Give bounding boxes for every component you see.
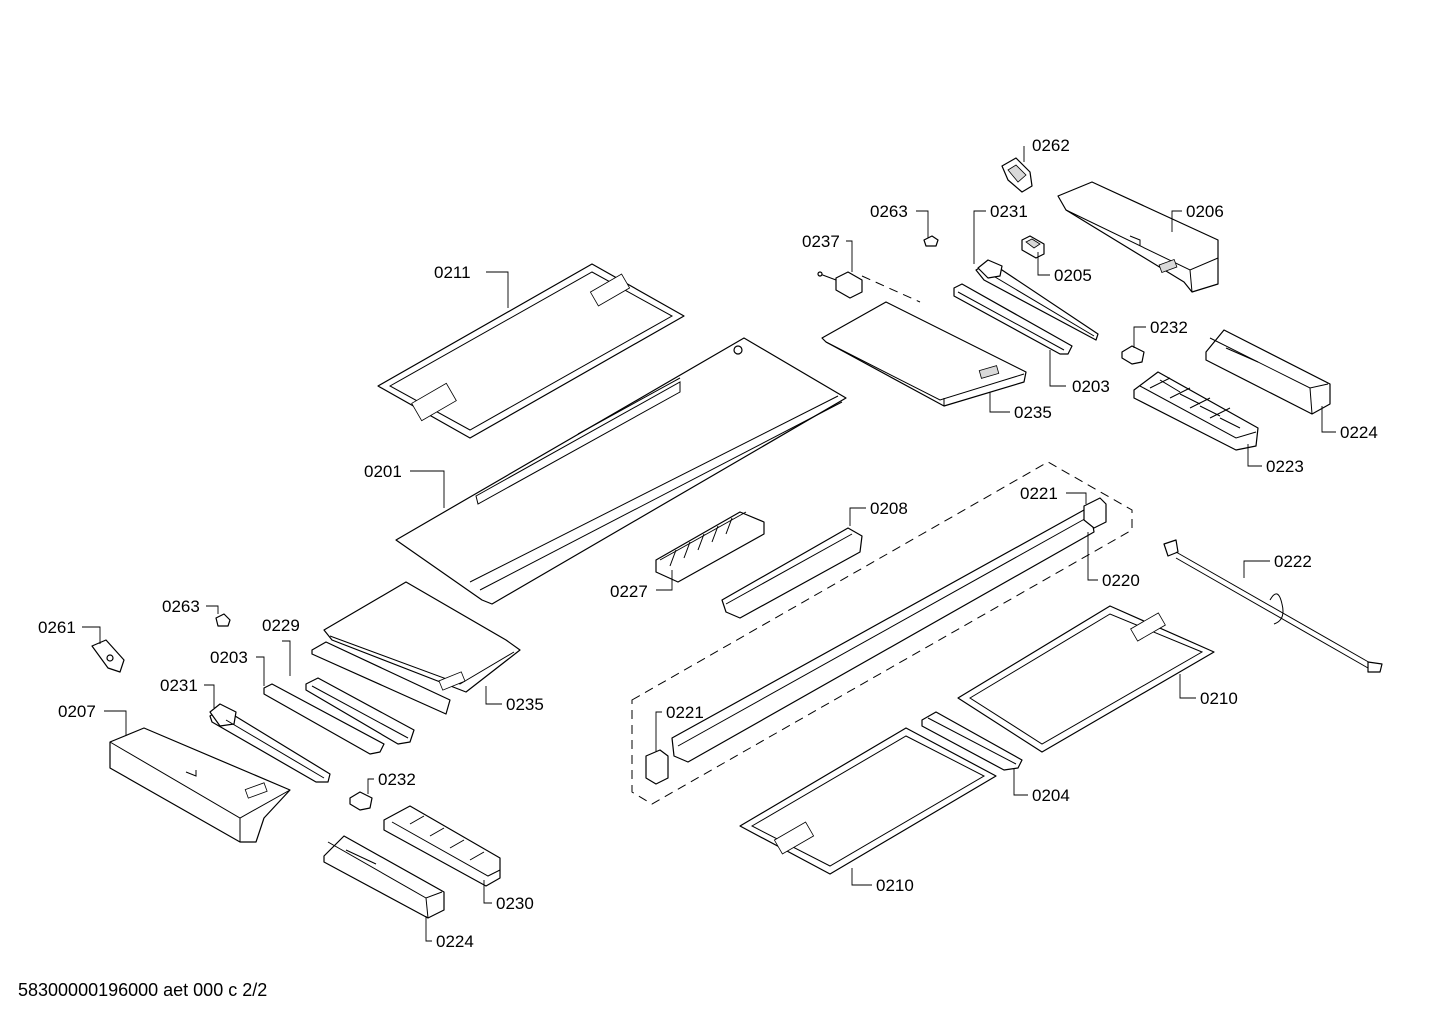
part-0229-drawing	[305, 677, 415, 745]
part-0230-drawing	[383, 805, 501, 887]
label-0232-bottom: 0232	[378, 770, 416, 789]
part-0224-bottom-drawing	[323, 835, 445, 919]
part-0235-top-drawing	[821, 301, 1027, 407]
part-0204-drawing	[921, 711, 1023, 771]
label-0231-bottom: 0231	[160, 676, 198, 695]
part-0224-top-drawing	[1205, 329, 1331, 415]
label-0232-top: 0232	[1150, 318, 1188, 337]
part-0210-bottom-drawing	[739, 727, 997, 875]
label-0227: 0227	[610, 582, 648, 601]
part-0211-drawing	[377, 263, 685, 439]
label-0223: 0223	[1266, 457, 1304, 476]
part-0237-drawing	[817, 271, 921, 303]
part-0207-drawing	[109, 727, 291, 843]
part-0263-bottom-drawing	[215, 613, 231, 627]
part-0231-bottom-drawing	[209, 703, 331, 783]
label-0262: 0262	[1032, 136, 1070, 155]
part-0231-top-drawing	[975, 259, 1099, 341]
label-0222: 0222	[1274, 552, 1312, 571]
label-0206: 0206	[1186, 202, 1224, 221]
label-0203-bottom: 0203	[210, 648, 248, 667]
label-0235-top: 0235	[1014, 403, 1052, 422]
part-0205-drawing	[1021, 235, 1045, 259]
label-0201: 0201	[364, 462, 402, 481]
part-0261-drawing	[91, 639, 125, 673]
part-0203-bottom-drawing	[263, 683, 385, 755]
part-labels: 0262 0263 0231 0206 0237 0205 0211 0232 …	[38, 136, 1378, 951]
label-0221-bottom: 0221	[666, 703, 704, 722]
part-0208-drawing	[721, 527, 863, 619]
label-0220: 0220	[1102, 571, 1140, 590]
label-0263-bottom: 0263	[162, 597, 200, 616]
part-0206-drawing	[1057, 181, 1219, 293]
part-0235-bottom-drawing	[311, 581, 521, 715]
label-0235-bottom: 0235	[506, 695, 544, 714]
label-0210-bottom: 0210	[876, 876, 914, 895]
label-0210-right: 0210	[1200, 689, 1238, 708]
part-0232-top-drawing	[1121, 345, 1145, 365]
part-0227-drawing	[655, 511, 765, 583]
label-0211: 0211	[434, 263, 471, 282]
label-0208: 0208	[870, 499, 908, 518]
label-0205: 0205	[1054, 266, 1092, 285]
part-0210-right-drawing	[957, 605, 1215, 753]
label-0204: 0204	[1032, 786, 1070, 805]
label-0231-top: 0231	[990, 202, 1028, 221]
part-0222-drawing	[1163, 539, 1383, 673]
label-0263-top: 0263	[870, 202, 908, 221]
label-0224-top: 0224	[1340, 423, 1378, 442]
part-0203-top-drawing	[953, 283, 1073, 355]
label-0230: 0230	[496, 894, 534, 913]
label-0224-bottom: 0224	[436, 932, 474, 951]
label-0229: 0229	[262, 616, 300, 635]
label-0207: 0207	[58, 702, 96, 721]
part-0223-top-drawing	[1133, 371, 1259, 451]
part-0262-drawing	[1001, 157, 1033, 193]
label-0203-top: 0203	[1072, 377, 1110, 396]
part-0201-drawing	[395, 337, 847, 605]
part-0232-bottom-drawing	[349, 791, 373, 811]
document-id: 58300000196000 aet 000 c 2/2	[18, 980, 268, 1000]
leader-lines	[82, 146, 1336, 942]
part-0263-top-drawing	[923, 235, 939, 247]
label-0237: 0237	[802, 232, 840, 251]
label-0221-top: 0221	[1020, 484, 1058, 503]
label-0261: 0261	[38, 618, 76, 637]
part-0220-drawing	[631, 461, 1133, 805]
